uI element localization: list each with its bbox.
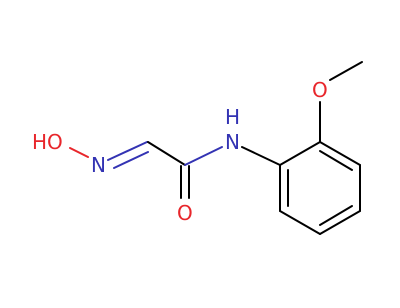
carbonyl-oxygen-label: O (177, 201, 193, 225)
ring-inner-1 (319, 150, 353, 171)
ring-bond-1 (279, 141, 321, 166)
bond-c-n-amide (184, 146, 223, 166)
ring-inner-2 (319, 205, 353, 226)
bond-n-c-double-a (107, 141, 148, 161)
ring-bond-5 (279, 210, 321, 235)
bond-o-n (69, 147, 89, 158)
bond-n-c-double-b (113, 151, 149, 169)
oxime-nitrogen-label: N (91, 153, 106, 177)
bond-ch-carbonyl (147, 141, 186, 166)
amide-hydrogen-label: H (225, 105, 240, 129)
hydroxyl-label: HO (32, 130, 63, 154)
bond-o-methyl (329, 61, 363, 81)
amide-nitrogen-label: N (225, 130, 240, 154)
methoxy-oxygen-label: O (312, 78, 328, 102)
bond-n-ring (241, 146, 281, 166)
ring-bond-4 (319, 210, 361, 235)
ring-bond-2 (319, 141, 361, 166)
